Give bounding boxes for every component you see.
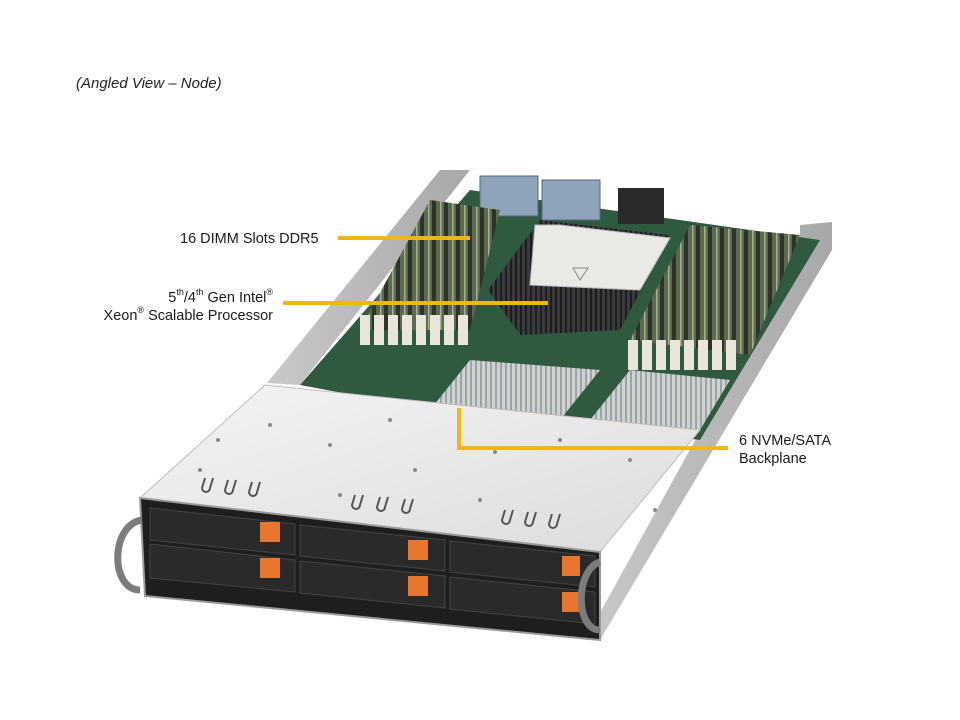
processor-label: 5th/4th Gen Intel® Xeon® Scalable Proces… [103,287,273,325]
dimm-bank-right [630,225,800,355]
backplane-callout-vertical [457,408,461,450]
left-handle [114,516,144,594]
backplane-label: 6 NVMe/SATA Backplane [739,433,832,467]
right-rail [585,222,832,640]
processor-label-line2: Xeon® Scalable Processor [103,305,273,324]
right-handle [577,558,602,634]
dimm-slots-label: 16 DIMM Slots DDR5 [180,231,319,247]
backplane-callout-horizontal [457,446,728,450]
processor-label-line1: 5th/4th Gen Intel® [168,287,273,306]
view-caption: (Angled View – Node) [76,75,222,92]
dimm-bank-left [360,200,500,330]
cpu-heatsink-plate [529,224,671,291]
drive-latches [260,522,580,612]
processor-callout-line [283,301,548,305]
dimm-callout-line [338,236,470,240]
